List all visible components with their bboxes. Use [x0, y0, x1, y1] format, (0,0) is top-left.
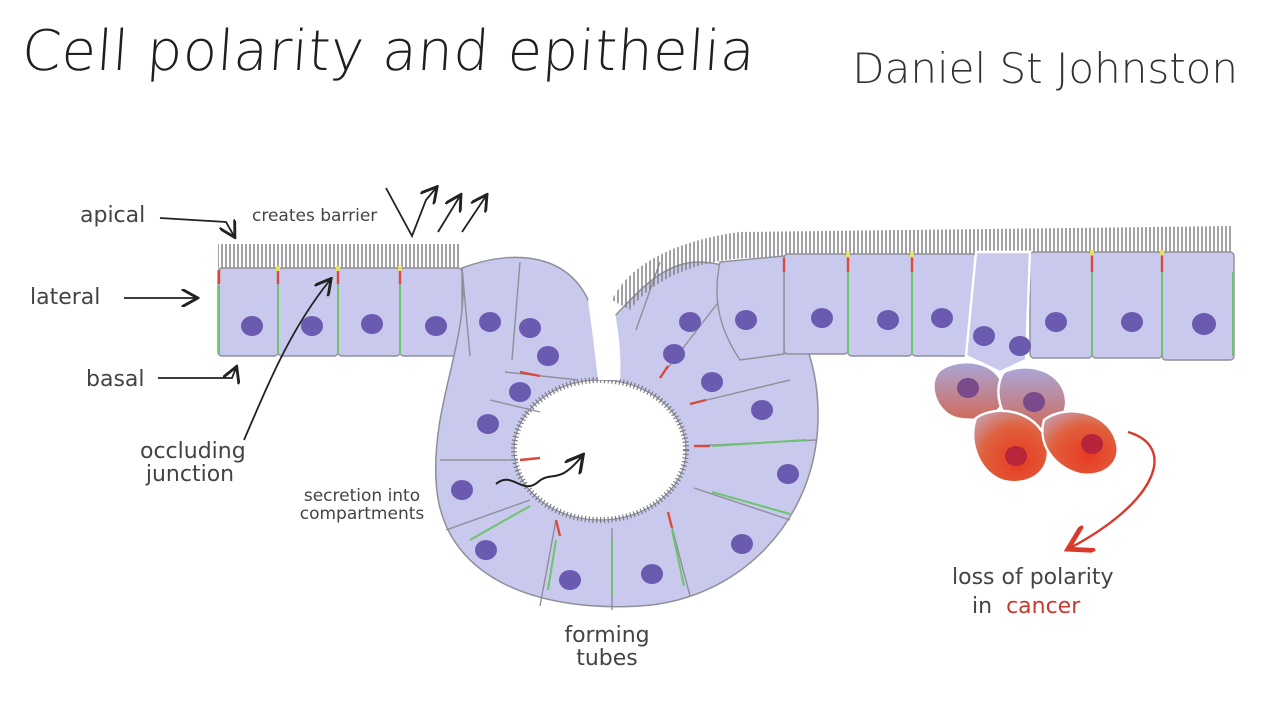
nucleus — [361, 314, 383, 334]
barrier-arrow — [385, 188, 436, 239]
nucleus — [735, 310, 757, 330]
apical-arrow — [159, 217, 234, 236]
nucleus — [877, 310, 899, 330]
nucleus — [1009, 336, 1031, 356]
forming-tube — [434, 256, 819, 610]
lateral-label: lateral — [30, 285, 101, 310]
nucleus — [241, 316, 263, 336]
apical-label: apical — [80, 203, 146, 228]
cell — [217, 267, 279, 357]
nucleus — [451, 480, 473, 500]
left-cilia — [218, 244, 460, 268]
nucleus — [559, 570, 581, 590]
cell — [1161, 251, 1235, 361]
nucleus — [1045, 312, 1067, 332]
cancer-word: cancer — [1006, 594, 1081, 620]
forming-tubes-label: forming tubes — [564, 623, 650, 672]
nucleus — [777, 464, 799, 484]
secretion-arrow — [495, 456, 582, 488]
barrier-arrow — [437, 196, 460, 233]
right-epithelium — [612, 226, 1235, 361]
nucleus — [509, 382, 531, 402]
nucleus — [679, 312, 701, 332]
nucleus — [477, 414, 499, 434]
nucleus — [1005, 446, 1027, 466]
left-epithelium — [217, 244, 463, 357]
nucleus — [973, 326, 995, 346]
nucleus — [1192, 313, 1216, 335]
nucleus — [731, 534, 753, 554]
nucleus — [1121, 312, 1143, 332]
cell — [847, 253, 913, 357]
basal-arrow — [158, 368, 236, 378]
nucleus — [663, 344, 685, 364]
nucleus — [519, 318, 541, 338]
junction-arrow — [243, 280, 330, 441]
cell — [399, 267, 463, 357]
cell — [1041, 410, 1119, 476]
creates-barrier-label: creates barrier — [252, 206, 378, 226]
author-name: Daniel St Johnston — [852, 44, 1238, 93]
nucleus — [475, 540, 497, 560]
nucleus — [811, 308, 833, 328]
nucleus — [641, 564, 663, 584]
nucleus — [957, 378, 979, 398]
cell — [1091, 251, 1163, 359]
loss-of-polarity-label: loss of polarity in cancer — [952, 565, 1114, 620]
cancer-cluster — [932, 250, 1156, 548]
secretion-label: secretion into compartments — [299, 486, 425, 524]
cell — [716, 255, 785, 361]
nucleus — [1081, 434, 1103, 454]
right-cilia — [612, 226, 1232, 310]
nucleus — [537, 346, 559, 366]
cell — [337, 267, 401, 357]
nucleus — [701, 372, 723, 392]
nucleus — [931, 308, 953, 328]
nucleus — [751, 400, 773, 420]
cell — [783, 253, 849, 355]
basal-label: basal — [86, 367, 145, 392]
nucleus — [301, 316, 323, 336]
cell — [972, 409, 1049, 484]
nucleus — [425, 316, 447, 336]
nucleus — [479, 312, 501, 332]
occluding-junction-label: occluding junction — [140, 439, 246, 488]
cancer-arrow — [1070, 430, 1156, 548]
lumen-cilia — [511, 377, 689, 523]
cell — [1029, 251, 1093, 359]
barrier-arrow — [461, 196, 486, 233]
nucleus — [1023, 392, 1045, 412]
